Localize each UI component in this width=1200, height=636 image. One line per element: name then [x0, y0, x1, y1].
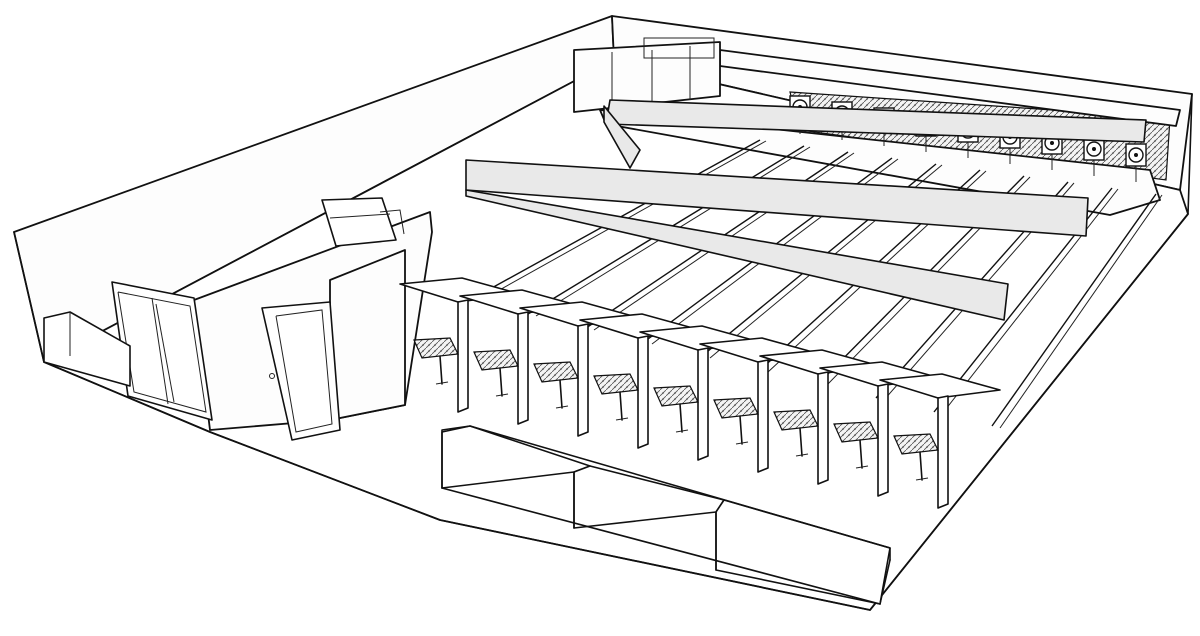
front-benches	[441, 425, 891, 605]
control-room-wall	[573, 41, 721, 113]
upper-control-booths	[573, 37, 721, 113]
window	[643, 37, 715, 59]
shooting-booths	[399, 277, 1001, 509]
lane-rail	[991, 193, 1157, 427]
overhead-baffles	[465, 99, 1147, 321]
baffle-front	[465, 159, 1089, 237]
entry-partition	[111, 211, 433, 441]
single-door[interactable]	[261, 301, 341, 441]
target-9	[1125, 143, 1147, 182]
baffle-mid	[603, 105, 641, 169]
lounge-bench-left	[43, 311, 131, 387]
door-knob-icon	[269, 373, 275, 379]
booth-9[interactable]	[879, 373, 1001, 509]
interior-room-wall	[329, 249, 406, 421]
rear-storage-shelf	[321, 197, 405, 247]
baffle-front-lower	[465, 189, 1009, 321]
